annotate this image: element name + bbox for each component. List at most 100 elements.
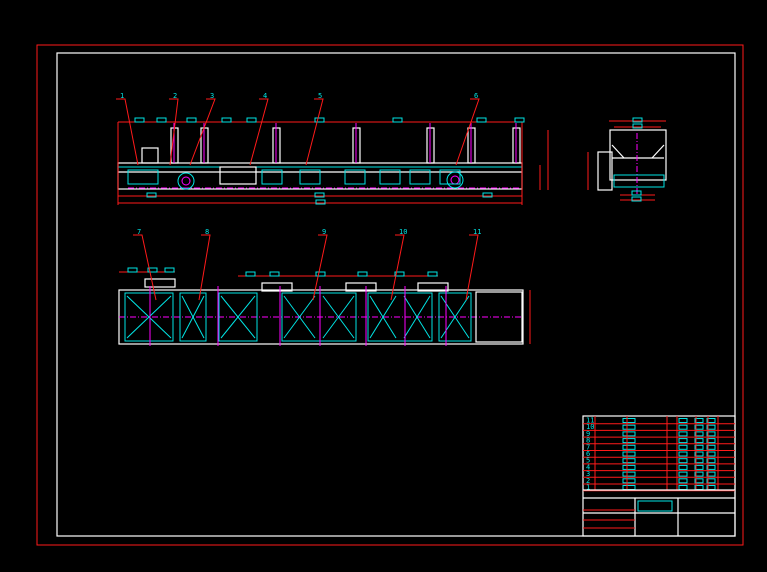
dim-text [156,117,167,123]
brace [369,295,397,339]
parts-row-number: 4 [586,463,590,471]
part-weight [694,451,704,457]
side-elevation-view [587,117,667,202]
leader-line [116,98,139,166]
dim-text [269,271,280,277]
trough-slope [651,144,665,159]
plan-panel [367,292,433,342]
part-total [706,444,716,450]
dim-text [186,117,197,123]
dim-text [127,267,138,273]
dim-text [315,271,326,277]
part-total [706,424,716,430]
dim-text [146,192,157,198]
dim-text [392,117,403,123]
part-name [622,464,636,470]
leader-line [133,234,157,301]
drawing-title [637,500,673,512]
part-weight [694,458,704,464]
dim-text [394,271,405,277]
part-balloon: 4 [263,92,267,100]
dim-text [314,117,325,123]
parts-row-number: 6 [586,450,590,458]
leader-line [390,234,405,301]
part-weight [694,431,704,437]
part-weight [694,424,704,430]
leader-line [189,98,216,166]
part-weight [694,418,704,423]
plan-panel [218,292,258,342]
outer-frame [36,44,744,546]
frame-section [379,169,401,185]
parts-row-number: 7 [586,443,590,451]
frame-section [299,169,321,185]
leader-line [198,234,211,301]
sprocket-hub [450,175,460,185]
dim-text [246,117,257,123]
part-material [678,464,688,470]
part-material [678,444,688,450]
front-elevation-view [117,117,549,205]
part-balloon: 11 [473,228,481,236]
side-frame [609,129,667,181]
part-balloon: 1 [120,92,124,100]
side-base [613,174,665,188]
dim-text [314,192,325,198]
dim-text [631,190,642,196]
title-block-frame [582,415,736,537]
part-weight [694,478,704,484]
parts-row-number: 2 [586,477,590,485]
frame-section [261,169,283,185]
part-name [622,485,636,490]
frame-section [344,169,366,185]
dim-text [164,267,175,273]
part-balloon: 3 [210,92,214,100]
part-material [678,485,688,490]
part-total [706,438,716,444]
leader-line [455,98,480,166]
plan-panel [438,292,472,342]
parts-row-number: 3 [586,470,590,478]
dim-text [632,117,643,123]
parts-row-number: 9 [586,430,590,438]
plan-panel [124,292,174,342]
dim-text [476,117,487,123]
plan-hood [261,282,293,292]
dim-text [134,117,145,123]
brace [220,295,256,339]
dim-text [221,117,232,123]
part-weight [694,438,704,444]
part-weight [694,464,704,470]
side-drive [597,151,613,191]
part-total [706,418,716,423]
leader-line [305,98,324,166]
tank [219,166,257,185]
dim-text [315,199,326,205]
leader-line [169,98,179,166]
part-balloon: 10 [399,228,407,236]
plan-hood [345,282,377,292]
part-name [622,424,636,430]
parts-row-number: 1 [586,484,590,492]
plan-hood [417,282,449,292]
part-total [706,451,716,457]
parts-row-number: 5 [586,457,590,465]
brace [403,295,431,339]
dim-text [357,271,368,277]
leader-line [465,234,479,301]
sprocket-hub [181,176,191,186]
brace [126,295,172,339]
sprocket [446,171,464,189]
dim-text [514,117,525,123]
plan-hood [144,278,176,288]
brace [283,295,316,339]
motor [127,169,159,185]
part-name [622,451,636,457]
plan-panel [179,292,207,342]
dim-text [482,192,493,198]
part-name [622,458,636,464]
part-balloon: 2 [173,92,177,100]
part-name [622,431,636,437]
